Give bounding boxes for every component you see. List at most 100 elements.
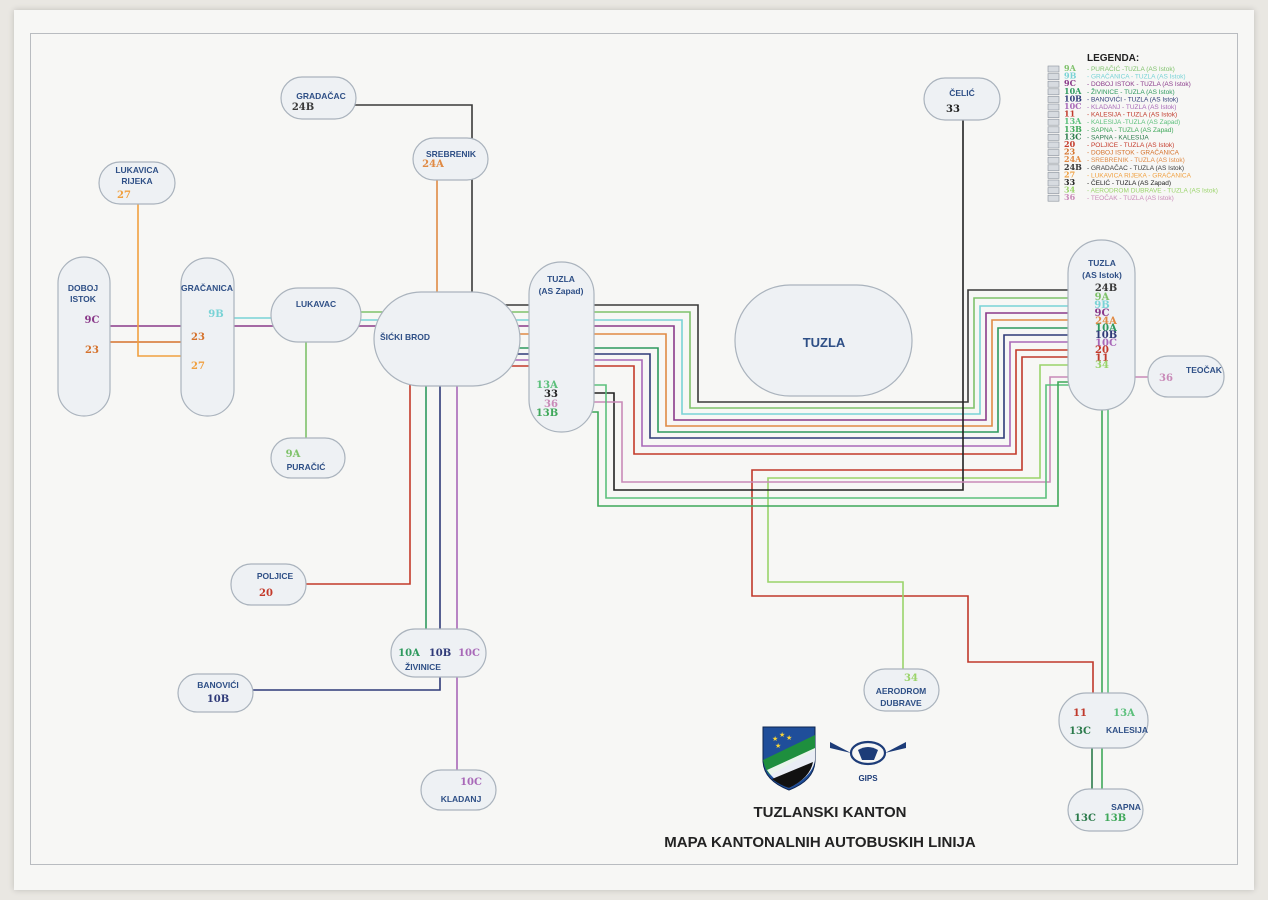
legend-code: 27 bbox=[1064, 169, 1075, 179]
legend-item: 13C- SAPNA - KALESIJA bbox=[1047, 131, 1149, 141]
gips-logo: GIPS bbox=[830, 740, 906, 783]
svg-text:★: ★ bbox=[772, 735, 778, 743]
legend-text: - DOBOJ ISTOK - TUZLA (AS Istok) bbox=[1087, 81, 1191, 88]
station-name-line2: RIJEKA bbox=[121, 176, 152, 186]
line-code: 10C bbox=[458, 648, 480, 659]
station-kladanj[interactable]: 10C KLADANJ bbox=[420, 769, 497, 811]
station-zivinice[interactable]: 10A 10B 10C ŽIVINICE bbox=[390, 628, 487, 678]
legend-item: 36- TEOČAK - TUZLA (AS Istok) bbox=[1047, 192, 1174, 202]
legend-bus-icon bbox=[1047, 103, 1060, 111]
route-10b bbox=[208, 334, 1093, 691]
legend-code: 20 bbox=[1064, 139, 1076, 149]
legend-bus-icon bbox=[1047, 65, 1060, 73]
legend-text: - SAPNA - KALESIJA bbox=[1087, 134, 1149, 141]
legend-code: 24B bbox=[1064, 162, 1082, 172]
line-code: 33 bbox=[544, 389, 558, 400]
line-code: 13B bbox=[1104, 813, 1126, 824]
legend-code: 33 bbox=[1064, 177, 1076, 187]
station-lukavac[interactable]: LUKAVAC bbox=[270, 287, 362, 343]
line-code: 9B bbox=[208, 309, 223, 320]
station-kalesija[interactable]: 11 13A 13C KALESIJA bbox=[1058, 692, 1149, 749]
line-code: 9B bbox=[1094, 300, 1109, 311]
station-name: GRADAČAC bbox=[296, 90, 346, 101]
station-poljice[interactable]: POLJICE 20 bbox=[230, 563, 307, 606]
station-celic[interactable]: ČELIĆ 33 bbox=[923, 77, 1001, 121]
line-code: 24B bbox=[1095, 283, 1117, 294]
station-lukavica-rijeka[interactable]: LUKAVICA RIJEKA 27 bbox=[98, 161, 176, 205]
legend-text: - BANOVIĆI - TUZLA (AS Istok) bbox=[1087, 94, 1178, 103]
line-code: 36 bbox=[544, 399, 558, 410]
station-sapna[interactable]: SAPNA 13C 13B bbox=[1067, 788, 1144, 832]
poster-subtitle: MAPA KANTONALNIH AUTOBUSKIH LINIJA bbox=[664, 834, 976, 851]
legend-item: 10A- ŽIVINICE - TUZLA (AS Istok) bbox=[1047, 86, 1175, 96]
poster-title: TUZLANSKI KANTON bbox=[753, 804, 906, 821]
line-code: 13A bbox=[1113, 708, 1135, 719]
line-code: 23 bbox=[191, 332, 205, 343]
legend-bus-icon bbox=[1047, 164, 1060, 172]
tuzla-city-center: TUZLA bbox=[734, 284, 913, 397]
line-code: 36 bbox=[1159, 373, 1173, 384]
station-name: LUKAVICA bbox=[115, 165, 158, 175]
legend-item: 13A- KALESIJA -TUZLA (AS Zapad) bbox=[1047, 116, 1180, 126]
station-name: KALESIJA bbox=[1106, 725, 1148, 735]
line-code: 10B bbox=[1095, 330, 1117, 341]
legend-item: 10B- BANOVIĆI - TUZLA (AS Istok) bbox=[1047, 93, 1178, 103]
station-puracic[interactable]: 9A PURAČIĆ bbox=[270, 437, 346, 479]
line-code: 11 bbox=[1095, 353, 1109, 364]
station-tuzla-zapad[interactable]: TUZLA (AS Zapad) 13A 33 36 13B bbox=[528, 261, 595, 433]
station-srebrenik[interactable]: SREBRENIK 24A bbox=[412, 137, 489, 181]
canton-coat-of-arms: ★ ★ ★ ★ bbox=[762, 726, 816, 791]
route-34 bbox=[767, 364, 1093, 680]
line-code: 34 bbox=[1095, 360, 1109, 371]
legend-code: 23 bbox=[1064, 147, 1076, 157]
line-code: 10B bbox=[207, 694, 229, 705]
legend-text: - POLJICE - TUZLA (AS Istok) bbox=[1087, 142, 1174, 149]
legend-code: 13B bbox=[1064, 124, 1082, 134]
station-name: ŽIVINICE bbox=[405, 661, 441, 672]
legend-bus-icon bbox=[1047, 179, 1060, 187]
line-code: 20 bbox=[1095, 345, 1109, 356]
station-doboj-istok[interactable]: DOBOJ ISTOK 9C 23 bbox=[57, 256, 111, 417]
legend-text: - DOBOJ ISTOK - GRAČANICA bbox=[1087, 148, 1180, 157]
line-code: 10A bbox=[1095, 323, 1117, 334]
station-gradacac[interactable]: GRADAČAC 24B bbox=[280, 76, 357, 120]
station-name: ČELIĆ bbox=[949, 87, 975, 98]
line-code: 24B bbox=[292, 102, 314, 113]
line-code: 9A bbox=[1095, 292, 1110, 303]
station-name-line2: ISTOK bbox=[70, 294, 97, 304]
legend-code: 24A bbox=[1064, 154, 1082, 164]
legend-text: - SREBRENIK - TUZLA (AS Istok) bbox=[1087, 157, 1185, 164]
legend-text: - ŽIVINICE - TUZLA (AS Istok) bbox=[1087, 87, 1175, 96]
route-33 bbox=[560, 112, 964, 491]
station-teocak[interactable]: TEOČAK 36 bbox=[1147, 355, 1225, 398]
station-name: LUKAVAC bbox=[296, 299, 336, 309]
legend-text: - SAPNA - TUZLA (AS Zapad) bbox=[1087, 127, 1174, 134]
line-code: 33 bbox=[946, 104, 960, 115]
station-tuzla-istok[interactable]: TUZLA (AS Istok) 24B 9A 9B 9C 24A 10A 10… bbox=[1067, 239, 1136, 411]
legend-code: 11 bbox=[1064, 109, 1075, 119]
station-name-line2: (AS Zapad) bbox=[539, 286, 584, 296]
station-name: BANOVIĆI bbox=[197, 679, 239, 690]
station-sicki-brod[interactable]: ŠIĆKI BROD bbox=[373, 291, 521, 387]
city-center-label: TUZLA bbox=[803, 335, 846, 350]
line-code: 23 bbox=[85, 345, 99, 356]
legend-item: 24B- GRADAČAC - TUZLA (AS Istok) bbox=[1047, 162, 1184, 172]
legend-item: 27- LUKAVICA RIJEKA - GRAČANICA bbox=[1047, 169, 1192, 179]
route-13b bbox=[560, 381, 1103, 815]
legend-bus-icon bbox=[1047, 96, 1060, 103]
legend-text: - KALESIJA -TUZLA (AS Zapad) bbox=[1087, 119, 1180, 126]
legend-code: 9A bbox=[1064, 63, 1077, 73]
legend-bus-icon bbox=[1047, 194, 1060, 202]
legend-text: - ČELIĆ - TUZLA (AS Zapad) bbox=[1087, 178, 1171, 187]
line-code: 20 bbox=[259, 588, 273, 599]
station-name: PURAČIĆ bbox=[287, 461, 326, 472]
station-gracanica[interactable]: GRAČANICA 9B 23 27 bbox=[180, 257, 235, 417]
station-aerodrom-dubrave[interactable]: 34 AERODROM DUBRAVE bbox=[863, 668, 940, 712]
station-name: SREBRENIK bbox=[426, 149, 477, 159]
legend-code: 9B bbox=[1064, 71, 1077, 81]
line-code: 10A bbox=[398, 648, 420, 659]
station-banovici[interactable]: BANOVIĆI 10B bbox=[177, 673, 254, 713]
legend-bus-icon bbox=[1047, 126, 1060, 134]
station-name: AERODROM bbox=[876, 686, 927, 696]
